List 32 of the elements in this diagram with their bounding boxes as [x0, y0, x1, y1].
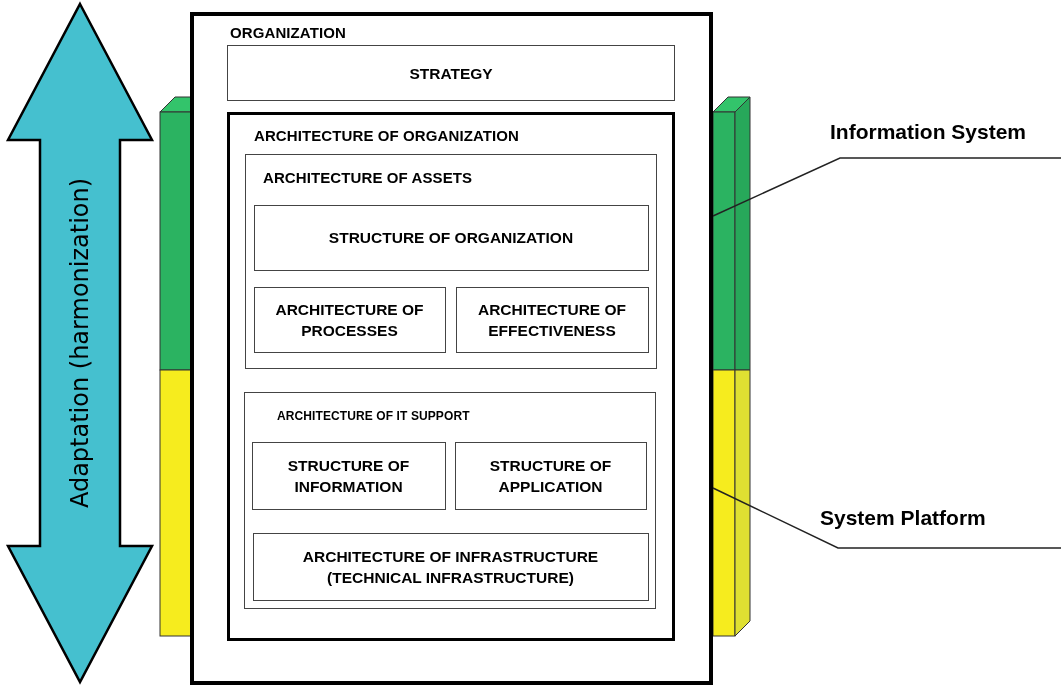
layer-slab: [159, 96, 192, 371]
process-box: [251, 441, 446, 510]
group-box: [244, 392, 656, 609]
box-label: ARCHITECTURE OF EFFECTIVENESS: [476, 299, 628, 341]
layer-slab: [159, 369, 192, 637]
box-label: STRATEGY: [408, 63, 494, 84]
callout-label: System Platform: [819, 505, 986, 530]
box-label: ARCHITECTURE OF PROCESSES: [274, 299, 425, 341]
process-box: [454, 441, 647, 510]
process-box: [455, 286, 649, 353]
arrow-label: Adaptation (harmonization): [66, 177, 94, 509]
process-box: [253, 286, 446, 353]
box-label: STRUCTURE OF APPLICATION: [488, 455, 613, 497]
heading-label: ARCHITECTURE OF IT SUPPORT: [276, 408, 470, 423]
double-arrow: [8, 4, 152, 682]
callout-label: Information System: [829, 119, 1027, 144]
group-box: [245, 154, 657, 369]
leader-line: [712, 157, 1061, 217]
heading-label: ORGANIZATION: [229, 23, 346, 41]
box-label: STRUCTURE OF INFORMATION: [286, 455, 411, 497]
process-box: [227, 45, 675, 101]
box-label: ARCHITECTURE OF INFRASTRUCTURE (TECHNICAL INFRASTRUCTURE): [301, 546, 600, 588]
heading-label: ARCHITECTURE OF ASSETS: [262, 168, 473, 186]
layer-slab: [712, 369, 751, 637]
process-box: [252, 532, 649, 601]
leader-line: [712, 487, 1061, 549]
organization-frame: [190, 12, 713, 685]
layer-slab: [712, 96, 751, 371]
box-label: STRUCTURE OF ORGANIZATION: [327, 228, 575, 248]
architecture-frame: [227, 112, 675, 641]
process-box: [253, 204, 649, 271]
heading-label: ARCHITECTURE OF ORGANIZATION: [253, 126, 519, 144]
